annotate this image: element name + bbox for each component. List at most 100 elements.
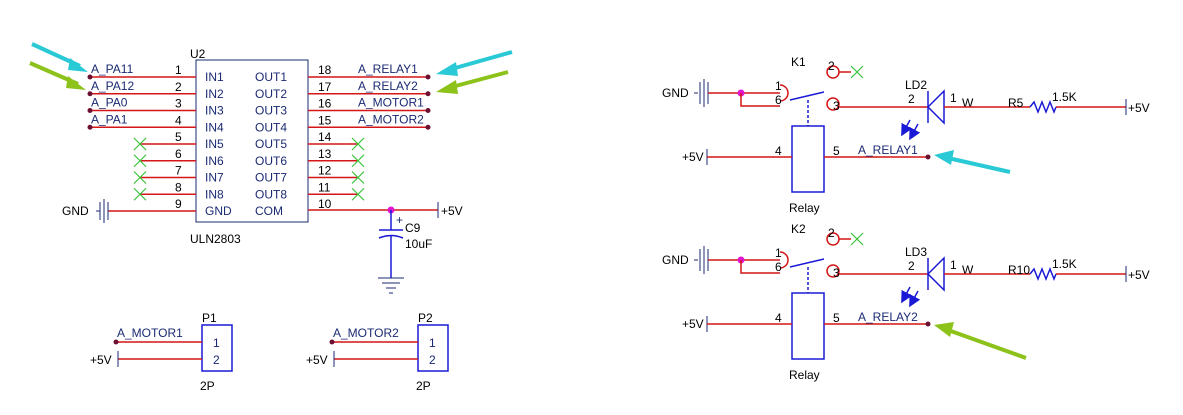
no-connect-x	[133, 154, 147, 168]
arrow-green-relay2	[447, 70, 509, 90]
no-connect-x	[351, 171, 365, 184]
res-value: 1.5K	[1052, 257, 1077, 271]
u2-right-net-dot	[425, 108, 431, 113]
relay-coil	[791, 292, 825, 360]
arrowhead-cyan-pa11	[68, 58, 88, 72]
relay-pin-3: 3	[833, 99, 840, 113]
u2-left-pin-num: 6	[175, 147, 182, 161]
relay-vcc-label: +5V	[682, 317, 704, 331]
u2-left-pin-name: IN3	[205, 104, 224, 118]
no-connect-x	[351, 187, 365, 201]
relay-vcc-label: +5V	[682, 150, 704, 164]
relay-contact-1	[779, 251, 789, 269]
u2-right-pins: 18OUT1A_RELAY117OUT2A_RELAY216OUT3A_MOTO…	[255, 62, 431, 218]
u2-right-pin-name: OUT5	[255, 137, 287, 151]
u2-right-net-dot	[425, 74, 431, 80]
u2-left-pin-num: 1	[175, 63, 182, 77]
arrowhead-cyan-relay1	[436, 62, 458, 76]
relay-ref: K1	[791, 55, 806, 69]
relay-pin-2: 2	[828, 59, 835, 73]
p2-pin2: 2	[429, 353, 436, 367]
u2-right-pin-name: OUT1	[255, 70, 287, 84]
u2-right-pin-name: OUT8	[255, 187, 287, 201]
p2-vcc: +5V	[306, 353, 328, 367]
no-connect-x	[850, 65, 864, 79]
led-pin-k: 1	[950, 258, 957, 272]
c9-value: 10uF	[405, 237, 432, 251]
u2-right-net-label: A_RELAY2	[358, 79, 418, 93]
u2-right-pin-name: OUT4	[255, 120, 287, 134]
no-connect-x	[133, 187, 147, 201]
u2-left-net-label: A_PA0	[91, 96, 128, 110]
relay-net-dot	[925, 154, 931, 160]
u2-left-pin-num: 3	[175, 97, 182, 111]
p2-net: A_MOTOR2	[333, 326, 399, 340]
no-connect-x	[850, 232, 864, 246]
relay-contact-3	[826, 264, 840, 278]
u2-left-net-dot	[87, 108, 93, 113]
relay-contact-1	[779, 84, 789, 102]
led-triangle	[926, 256, 945, 292]
relay-pin-6: 6	[775, 93, 782, 107]
u2-left-net-dot	[87, 124, 93, 130]
u2-left-net-label: A_PA12	[91, 79, 134, 93]
led-pin-a: 2	[908, 92, 915, 106]
p2-ref: P2	[418, 311, 433, 325]
u2-left-pin-num: 5	[175, 130, 182, 144]
u2-left-pin-name: IN5	[205, 137, 224, 151]
relay-pin-5: 5	[833, 144, 840, 158]
relay-net-dot	[925, 321, 931, 327]
resistor-zigzag	[1029, 99, 1057, 115]
arrowhead-green-k2	[934, 322, 954, 337]
u2-right-pin-num: 11	[318, 180, 331, 194]
u2-left-pin-name: IN6	[205, 154, 224, 168]
led-ref: LD2	[905, 78, 927, 92]
relay-pin-3: 3	[833, 266, 840, 280]
no-connect-x	[133, 137, 147, 151]
u2-left-pin-num: 9	[175, 197, 182, 211]
p2-value: 2P	[416, 379, 431, 393]
u2-left-pin-num: 8	[175, 180, 182, 194]
relay-contact-3	[826, 97, 840, 111]
relay-value: Relay	[789, 368, 820, 382]
p1-net: A_MOTOR1	[117, 326, 183, 340]
u2-right-pin-name: OUT2	[255, 87, 287, 101]
p1-value: 2P	[200, 379, 215, 393]
u2-left-pin-num: 7	[175, 164, 182, 178]
u2-right-pin-num: 12	[318, 164, 332, 178]
p1-pin2: 2	[213, 353, 220, 367]
u2-left-net-dot	[87, 91, 93, 97]
p1-vcc: +5V	[90, 353, 112, 367]
relay-ref: K2	[791, 222, 806, 236]
u2-right-net-label: A_MOTOR1	[358, 96, 424, 110]
c9-ref: C9	[405, 221, 421, 235]
no-connect-x	[133, 171, 147, 184]
u2-left-pin-num: 4	[175, 113, 182, 127]
res-value: 1.5K	[1052, 90, 1077, 104]
no-connect-x	[351, 137, 365, 151]
arrow-cyan-relay1	[447, 50, 513, 72]
arrowhead-green-relay2	[436, 80, 458, 94]
res-vcc-label: +5V	[1128, 268, 1150, 282]
u2-right-pin-name: OUT7	[255, 171, 287, 185]
u2-ref: U2	[190, 47, 206, 61]
u2-gnd-label: GND	[62, 204, 89, 218]
u2-left-pin-name: IN4	[205, 120, 224, 134]
u2-left-pin-name: IN8	[205, 187, 224, 201]
u2-vcc-label: +5V	[441, 204, 463, 218]
res-ref: R10	[1008, 263, 1030, 277]
u2-left-net-label: A_PA1	[91, 112, 128, 126]
led-w-label: W	[962, 263, 974, 277]
c9-polarity: +	[396, 213, 403, 227]
relay-net-label: A_RELAY1	[858, 143, 918, 157]
res-vcc-label: +5V	[1128, 101, 1150, 115]
relay-value: Relay	[789, 201, 820, 215]
arrowhead-green-pa12	[66, 76, 86, 90]
relay-pole	[789, 91, 825, 101]
u2-right-pin-num: 18	[318, 63, 332, 77]
relay-pin-2: 2	[828, 226, 835, 240]
arrow-cyan-k1	[947, 156, 1011, 174]
